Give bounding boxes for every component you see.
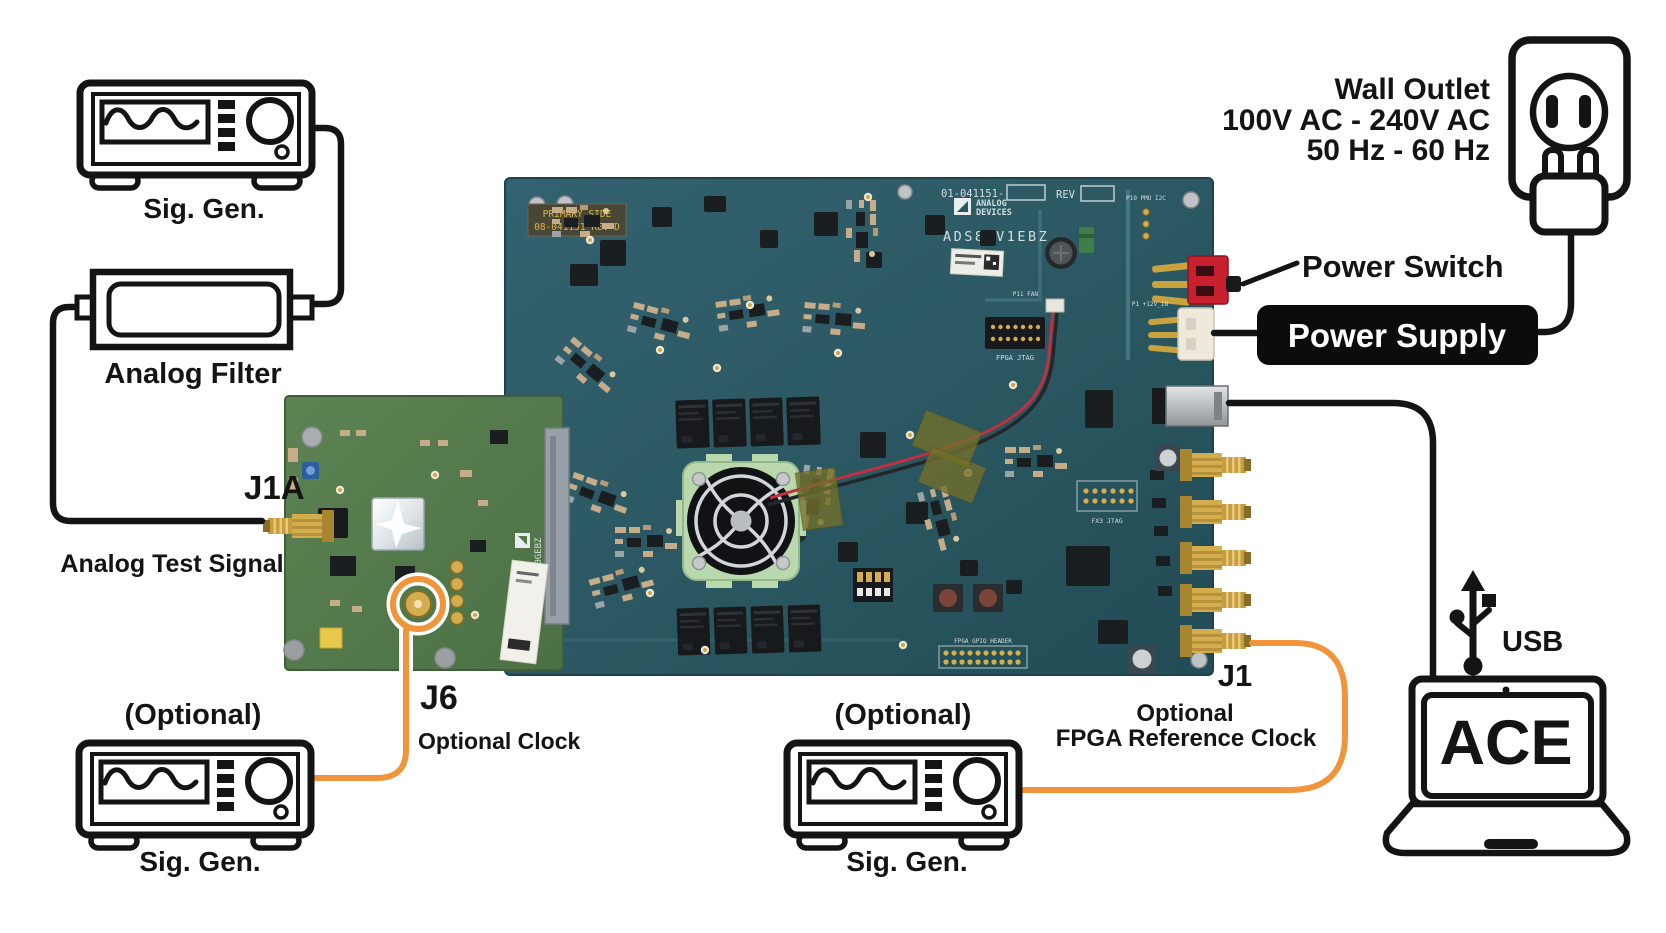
sma-j1 xyxy=(1180,625,1251,657)
sig-gen-2-icon xyxy=(79,743,311,848)
push-button-3 xyxy=(1155,445,1181,471)
j1a-label: J1A xyxy=(244,469,305,506)
part-number-text: 01-041151- xyxy=(941,188,1004,200)
wire-filter-to-j1a xyxy=(49,303,266,525)
cooling-fan xyxy=(676,454,806,588)
pmu-i2c-header: P10 PMU I2C xyxy=(1126,195,1166,240)
brand-text-2: DEVICES xyxy=(976,208,1012,218)
fpga-jtag-header: FPGA JTAG xyxy=(985,317,1045,362)
wall-outlet-label-2: 100V AC - 240V AC xyxy=(1222,104,1490,137)
serial-sticker xyxy=(949,248,1005,277)
j1-label: J1 xyxy=(1218,658,1252,693)
rev-text: REV xyxy=(1056,189,1076,201)
board-name-text: ADS8-V1EBZ xyxy=(943,229,1049,245)
analog-filter-icon xyxy=(74,268,315,351)
green-component xyxy=(1079,227,1094,253)
primary-side-text-2: 08-041151 REV D xyxy=(534,222,620,233)
fpga-gpio-header: FPGA GPIO HEADER xyxy=(938,638,1028,669)
power-switch xyxy=(1151,255,1241,306)
adi-logo: ANALOG DEVICES xyxy=(954,198,1012,218)
sig-gen-1-label: Sig. Gen. xyxy=(143,193,264,224)
wire-plug-to-supply xyxy=(1535,227,1575,336)
dip-switch xyxy=(853,568,893,602)
j6-label: J6 xyxy=(420,679,458,717)
p1-label: P1 +12V_IN xyxy=(1132,301,1169,308)
mmcx-connectors xyxy=(449,559,465,626)
fpga-clock-label-1: Optional xyxy=(1136,700,1233,727)
usb-icon xyxy=(1449,570,1496,676)
ace-label: ACE xyxy=(1439,708,1572,778)
wall-outlet-label-3: 50 Hz - 60 Hz xyxy=(1307,134,1490,167)
ads8-v1ebz-board: PRIMARY SIDE 08-041151 REV D 01-041151- … xyxy=(504,177,1251,676)
sig-gen-1-icon xyxy=(80,83,312,188)
sma-3 xyxy=(1180,542,1251,574)
power-switch-leader-line xyxy=(1240,260,1300,287)
wall-outlet-icon xyxy=(1508,36,1631,236)
analog-filter-label: Analog Filter xyxy=(104,358,281,390)
switch-toggle xyxy=(1226,276,1241,292)
power-supply-block: Power Supply xyxy=(1257,305,1538,365)
power-switch-label: Power Switch xyxy=(1302,249,1504,284)
wire-usb-to-laptop xyxy=(1225,399,1437,683)
wire-siggen3-to-j1 xyxy=(1019,640,1348,793)
fpga-clock-label-2: FPGA Reference Clock xyxy=(1056,725,1317,752)
webcam-dot xyxy=(1502,686,1510,694)
analog-test-signal-label: Analog Test Signal xyxy=(60,550,283,578)
p1-power-connector: P1 +12V_IN xyxy=(1132,301,1215,361)
pmu-label: P10 PMU I2C xyxy=(1126,195,1166,202)
optional-label-middle: (Optional) xyxy=(835,699,972,731)
ic-components xyxy=(570,196,1172,644)
sma-connectors-right xyxy=(1180,449,1251,657)
power-supply-label: Power Supply xyxy=(1288,317,1507,354)
kapton-tape xyxy=(794,409,987,532)
wall-outlet-label-1: Wall Outlet xyxy=(1334,73,1490,106)
plug-icon xyxy=(1529,147,1609,236)
yellow-component xyxy=(319,627,343,649)
wire-siggen2-to-j6 xyxy=(312,627,409,781)
sig-gen-3-icon xyxy=(787,743,1019,848)
fx3-label: FX3 JTAG xyxy=(1091,517,1122,525)
sma-4 xyxy=(1180,584,1251,616)
j6-highlight-ring xyxy=(390,576,446,632)
fmc-connector xyxy=(544,427,570,625)
sma-2 xyxy=(1180,496,1251,528)
sma-j1a xyxy=(263,510,334,542)
sig-gen-2-label: Sig. Gen. xyxy=(139,846,260,877)
gpio-label: FPGA GPIO HEADER xyxy=(954,638,1012,645)
optional-clock-label: Optional Clock xyxy=(418,728,581,754)
sig-gen-3-label: Sig. Gen. xyxy=(846,846,967,877)
optional-label-left: (Optional) xyxy=(125,699,262,731)
wire-siggen-to-filter xyxy=(309,124,345,308)
sma-1 xyxy=(1180,449,1251,481)
fx3-jtag-header: FX3 JTAG xyxy=(1076,480,1138,525)
primary-side-text-1: PRIMARY SIDE xyxy=(543,209,612,220)
laptop-icon: ACE xyxy=(1382,675,1631,857)
brand-text-1: ANALOG xyxy=(976,199,1007,209)
ad9213-daughter-board: AD9213-10GEBZ xyxy=(263,395,570,671)
jtag-label: FPGA JTAG xyxy=(996,354,1034,362)
usb-label: USB xyxy=(1502,626,1563,658)
push-button-4 xyxy=(1128,645,1156,673)
fan-label: P11 FAN xyxy=(1013,291,1039,298)
daughter-sticker xyxy=(499,559,549,665)
usb-b-connector xyxy=(1152,385,1229,427)
fan-connector xyxy=(1045,298,1065,313)
push-button-1 xyxy=(933,584,963,612)
push-button-2 xyxy=(973,584,1003,612)
